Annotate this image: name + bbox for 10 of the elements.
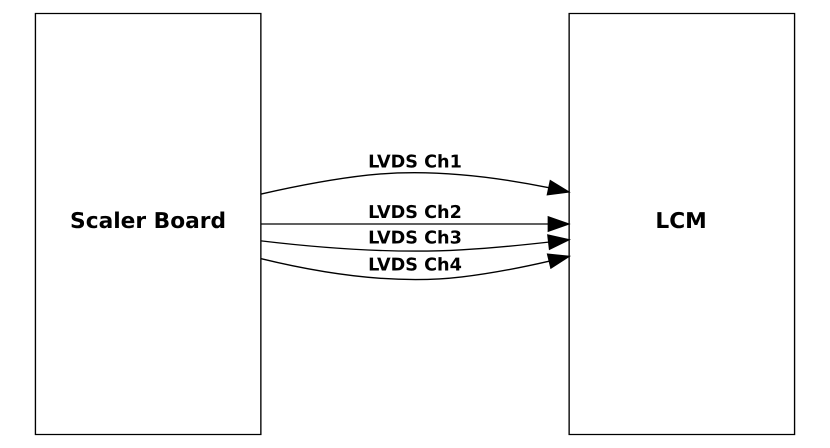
edge-label: LVDS Ch2 [368,202,462,223]
arrow [260,172,571,196]
arrow [261,234,571,252]
arrow [261,216,571,232]
node-box: Scaler Board [34,12,262,436]
node-box: LCM [568,12,796,436]
edge-label: LVDS Ch1 [368,152,462,173]
arrow [261,253,572,280]
edge-label: LVDS Ch3 [368,228,462,249]
edge-label: LVDS Ch4 [368,256,462,276]
